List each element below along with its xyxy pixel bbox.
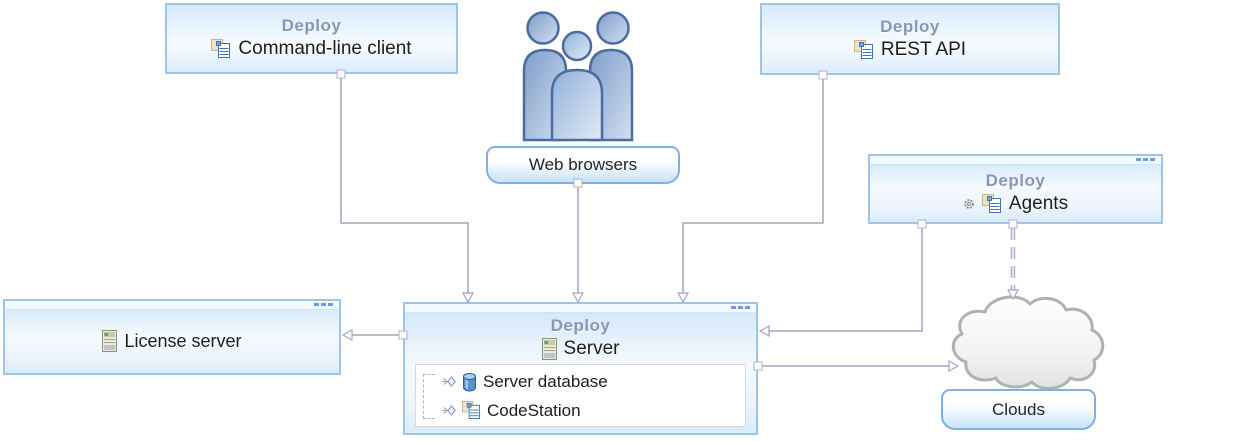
node-title: Deploy — [281, 16, 342, 35]
window-dots-icon — [1136, 158, 1155, 161]
list-item: Server database — [442, 367, 608, 396]
node-title: Deploy — [550, 316, 611, 335]
arrowhead-left — [758, 324, 770, 338]
node-command-line-client: Deploy Command-line client — [165, 3, 458, 74]
titlebar — [405, 304, 756, 313]
server-icon — [102, 330, 118, 352]
list-item: CodeStation — [442, 396, 608, 425]
label-clouds: Clouds — [941, 389, 1096, 430]
arrowhead-down — [571, 292, 585, 304]
node-label: Agents — [1008, 193, 1069, 214]
connector-restapi-to-server — [682, 75, 824, 293]
cloud-icon — [951, 295, 1105, 390]
node-rest-api: Deploy REST API — [760, 3, 1060, 75]
titlebar — [5, 301, 339, 310]
node-label: Command-line client — [238, 38, 412, 59]
server-icon — [541, 338, 557, 360]
arrowhead-left — [341, 328, 353, 342]
node-label: REST API — [880, 38, 967, 60]
window-dots-icon — [731, 306, 750, 309]
node-server: Deploy Server Server database — [403, 302, 758, 435]
pill-text: Clouds — [992, 399, 1045, 419]
node-label: Server — [563, 338, 620, 359]
arrowhead-down — [676, 292, 690, 304]
component-icon — [981, 194, 1002, 214]
connector-cli-to-server — [340, 74, 469, 293]
window-dots-icon — [314, 303, 333, 306]
gear-icon — [963, 198, 975, 210]
list-item-label: Server database — [483, 371, 608, 391]
node-label: License server — [124, 331, 242, 351]
list-item-label: CodeStation — [487, 400, 581, 420]
server-contents-panel: Server database CodeStation — [415, 364, 746, 427]
component-icon — [462, 401, 481, 420]
node-title: Deploy — [985, 171, 1046, 190]
connector-agents-to-server — [769, 224, 923, 332]
arrowhead-down — [461, 292, 475, 304]
users-icon — [522, 11, 634, 142]
component-icon — [211, 39, 231, 59]
label-web-browsers: Web browsers — [486, 146, 680, 184]
database-icon — [462, 372, 477, 392]
delegate-arrow-icon — [442, 376, 456, 387]
delegate-arrow-icon — [442, 405, 456, 416]
node-agents: Deploy Agents — [868, 154, 1163, 224]
node-title: Deploy — [880, 16, 940, 36]
pill-text: Web browsers — [528, 155, 638, 174]
group-bracket — [423, 374, 435, 419]
component-icon — [853, 39, 874, 60]
titlebar — [870, 156, 1161, 165]
node-license-server: License server — [3, 299, 341, 375]
